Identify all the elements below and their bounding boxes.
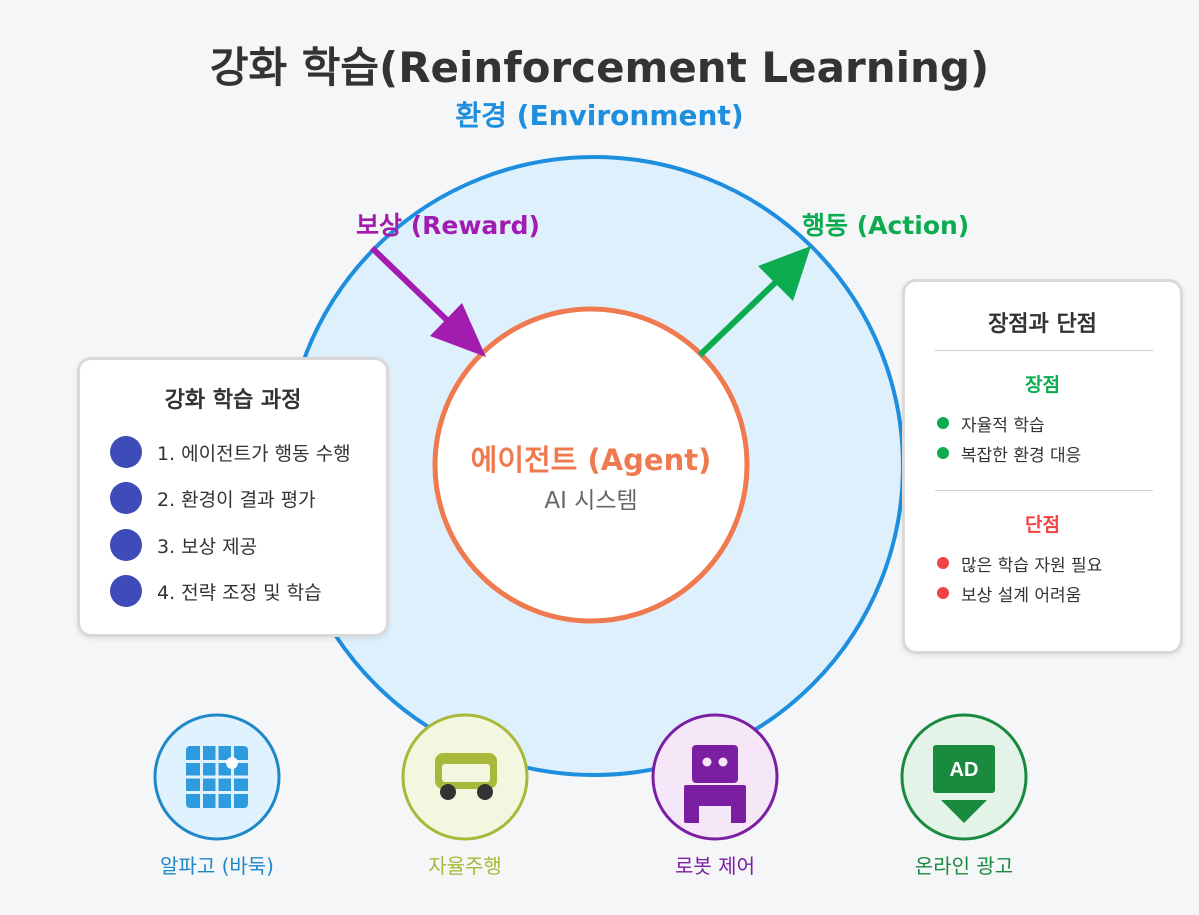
page-title: 강화 학습(Reinforcement Learning) bbox=[209, 43, 990, 92]
step-dot bbox=[110, 436, 142, 468]
robot-icon bbox=[684, 745, 746, 823]
process-panel: 강화 학습 과정 1. 에이전트가 행동 수행 2. 환경이 결과 평가 3. … bbox=[77, 357, 389, 637]
step-dot bbox=[110, 482, 142, 514]
app-go bbox=[153, 713, 281, 841]
step-text: 4. 전략 조정 및 학습 bbox=[157, 581, 322, 604]
pros-title: 장점 bbox=[1025, 374, 1060, 396]
app-robot bbox=[651, 713, 779, 841]
car-icon bbox=[435, 753, 497, 800]
divider bbox=[935, 350, 1153, 351]
cons-bullet bbox=[937, 587, 949, 599]
step-text: 1. 에이전트가 행동 수행 bbox=[157, 442, 351, 465]
process-step: 2. 환경이 결과 평가 bbox=[110, 482, 316, 514]
action-label: 행동 (Action) bbox=[802, 211, 970, 240]
pros-bullet bbox=[937, 447, 949, 459]
cons-item: 보상 설계 어려움 bbox=[937, 582, 1082, 606]
pros-item: 복잡한 환경 대응 bbox=[937, 442, 1082, 466]
go-board-icon bbox=[186, 746, 248, 808]
app-label-car: 자율주행 bbox=[428, 854, 502, 878]
cons-text: 보상 설계 어려움 bbox=[961, 585, 1082, 606]
pros-text: 복잡한 환경 대응 bbox=[961, 445, 1082, 466]
cons-item: 많은 학습 자원 필요 bbox=[937, 552, 1103, 576]
step-dot bbox=[110, 529, 142, 561]
app-label-ad: 온라인 광고 bbox=[914, 854, 1014, 878]
process-step: 1. 에이전트가 행동 수행 bbox=[110, 436, 351, 468]
process-step: 3. 보상 제공 bbox=[110, 529, 257, 561]
agent-sublabel: AI 시스템 bbox=[544, 488, 638, 514]
pros-cons-title: 장점과 단점 bbox=[988, 312, 1097, 337]
pros-bullet bbox=[937, 417, 949, 429]
step-text: 2. 환경이 결과 평가 bbox=[157, 488, 316, 511]
app-ad: AD bbox=[900, 713, 1028, 841]
action-arrow bbox=[697, 246, 811, 358]
environment-label: 환경 (Environment) bbox=[455, 99, 744, 132]
pros-item: 자율적 학습 bbox=[937, 412, 1045, 436]
pros-cons-panel: 장점과 단점 장점 자율적 학습 복잡한 환경 대응 단점 많은 학습 자원 필… bbox=[902, 279, 1183, 654]
app-car bbox=[401, 713, 529, 841]
ad-badge-text: AD bbox=[950, 759, 979, 781]
cons-bullet bbox=[937, 557, 949, 569]
step-text: 3. 보상 제공 bbox=[157, 535, 258, 558]
pros-text: 자율적 학습 bbox=[961, 415, 1045, 436]
app-label-robot: 로봇 제어 bbox=[675, 854, 755, 878]
reward-label: 보상 (Reward) bbox=[356, 211, 540, 240]
process-step: 4. 전략 조정 및 학습 bbox=[110, 575, 322, 607]
agent-label: 에이전트 (Agent) bbox=[470, 443, 712, 477]
divider bbox=[935, 490, 1153, 491]
cons-text: 많은 학습 자원 필요 bbox=[961, 555, 1103, 576]
step-dot bbox=[110, 575, 142, 607]
agent-circle bbox=[432, 306, 750, 624]
app-label-go: 알파고 (바둑) bbox=[160, 854, 274, 878]
cons-title: 단점 bbox=[1025, 514, 1060, 536]
ad-icon: AD bbox=[933, 745, 995, 823]
reward-arrow bbox=[369, 245, 486, 357]
process-title: 강화 학습 과정 bbox=[164, 388, 302, 413]
